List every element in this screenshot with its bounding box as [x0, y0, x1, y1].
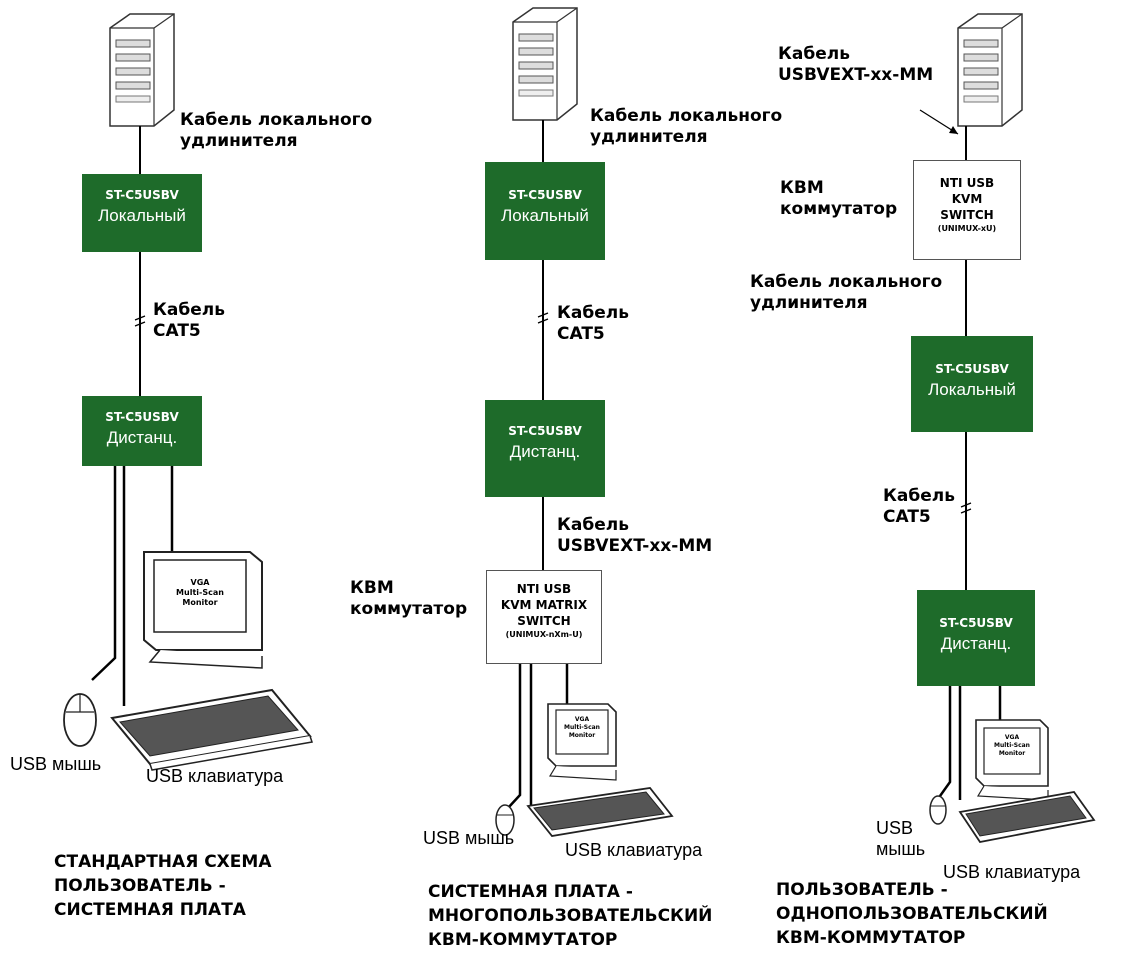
- col1-server-icon: [109, 13, 175, 127]
- col2-mouse-label: USB мышь: [423, 828, 515, 848]
- col1-cable-cat5-label: Кабель CAT5: [153, 300, 225, 341]
- col3-switch-model: (UNIMUX-xU): [937, 224, 997, 233]
- col2-kvm-label: КВМ коммутатор: [350, 578, 468, 619]
- col3-cable-cat5-label: Кабель CAT5: [883, 486, 955, 527]
- col3-switch-line1: NTI USB: [939, 176, 995, 190]
- col1-mouse-label: USB мышь: [10, 754, 102, 774]
- col3-wiring: [919, 13, 1096, 843]
- col3-keyboard-label: USB клавиатура: [943, 862, 1081, 882]
- col3-switch-line3: SWITCH: [940, 208, 994, 222]
- col2-wiring: [495, 7, 674, 837]
- col2-usb-keyboard-icon: [526, 787, 674, 837]
- col3-remote-role: Дистанц.: [940, 634, 1012, 653]
- col1-local-unit: ST-C5USBV Локальный: [82, 174, 202, 252]
- col2-kvm-matrix-switch: NTI USB KVM MATRIX SWITCH (UNIMUX-nXm-U): [486, 570, 602, 664]
- col1-remote-role: Дистанц.: [106, 428, 178, 447]
- col2-usb-mouse-icon: [495, 804, 515, 836]
- col1-crt-monitor-icon: [143, 551, 263, 669]
- col2-cable-usbvext-label: Кабель USBVEXT-xx-MM: [557, 515, 713, 556]
- col3-remote-model: ST-C5USBV: [939, 616, 1013, 630]
- col3-remote-unit: ST-C5USBV Дистанц.: [917, 590, 1035, 686]
- col3-kvm-label: КВМ коммутатор: [780, 178, 898, 219]
- col2-keyboard-label: USB клавиатура: [565, 840, 703, 860]
- col2-remote-unit: ST-C5USBV Дистанц.: [485, 400, 605, 497]
- col1-usb-mouse-icon: [63, 693, 97, 747]
- col3-mouse-label: USB мышь: [876, 818, 926, 859]
- col2-remote-role: Дистанц.: [509, 442, 581, 461]
- col1-monitor-text: VGA Multi-Scan Monitor: [176, 578, 224, 607]
- col1-keyboard-label: USB клавиатура: [146, 766, 284, 786]
- col2-cable-local-label: Кабель локального удлинителя: [590, 106, 783, 147]
- col3-usb-keyboard-icon: [958, 791, 1096, 843]
- col3-local-unit: ST-C5USBV Локальный: [911, 336, 1033, 432]
- col1-local-role: Локальный: [98, 206, 186, 225]
- col2-monitor-text: VGA Multi-Scan Monitor: [564, 716, 600, 739]
- col3-local-role: Локальный: [928, 380, 1016, 399]
- col3-kvm-switch: NTI USB KVM SWITCH (UNIMUX-xU): [913, 160, 1021, 260]
- col2-caption: СИСТЕМНАЯ ПЛАТА - МНОГОПОЛЬЗОВАТЕЛЬСКИЙ …: [428, 882, 713, 950]
- col1-remote-unit: ST-C5USBV Дистанц.: [82, 396, 202, 466]
- col3-switch-line2: KVM: [951, 192, 983, 206]
- col2-local-model: ST-C5USBV: [508, 188, 582, 202]
- col3-local-model: ST-C5USBV: [935, 362, 1009, 376]
- col3-cable-local-label: Кабель локального удлинителя: [750, 272, 943, 313]
- col3-cable-usbvext-label: Кабель USBVEXT-xx-MM: [778, 44, 934, 85]
- col3-crt-monitor-icon: [975, 719, 1049, 801]
- col3-usb-mouse-icon: [929, 795, 947, 825]
- col2-local-unit: ST-C5USBV Локальный: [485, 162, 605, 260]
- col2-switch-line3: SWITCH: [517, 614, 571, 628]
- col2-cable-cat5-label: Кабель CAT5: [557, 303, 629, 344]
- col3-server-icon: [957, 13, 1023, 127]
- col2-server-icon: [512, 7, 578, 121]
- col2-switch-model: (UNIMUX-nXm-U): [505, 630, 583, 639]
- col3-monitor-text: VGA Multi-Scan Monitor: [994, 734, 1030, 757]
- col1-wiring: [63, 13, 313, 771]
- col1-usb-keyboard-icon: [110, 688, 313, 771]
- col1-local-model: ST-C5USBV: [105, 188, 179, 202]
- col2-switch-line1: NTI USB: [516, 582, 572, 596]
- col1-cable-local-label: Кабель локального удлинителя: [180, 110, 373, 151]
- col2-remote-model: ST-C5USBV: [508, 424, 582, 438]
- col2-local-role: Локальный: [501, 206, 589, 225]
- col1-caption: СТАНДАРТНАЯ СХЕМА ПОЛЬЗОВАТЕЛЬ - СИСТЕМН…: [54, 852, 272, 920]
- col3-caption: ПОЛЬЗОВАТЕЛЬ - ОДНОПОЛЬЗОВАТЕЛЬСКИЙ КВМ-…: [776, 880, 1048, 948]
- col2-crt-monitor-icon: [547, 703, 617, 781]
- col1-remote-model: ST-C5USBV: [105, 410, 179, 424]
- col2-switch-line2: KVM MATRIX: [500, 598, 588, 612]
